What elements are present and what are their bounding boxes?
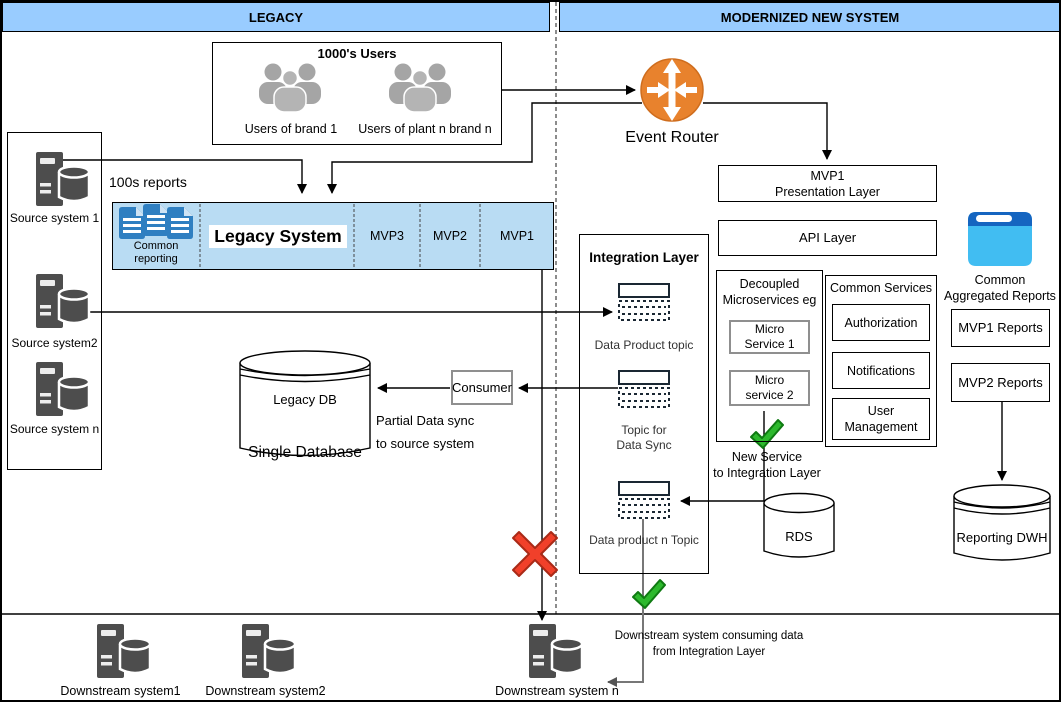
partial-sync-note: Partial Data sync to source system	[376, 413, 475, 451]
integration-layer-title: Integration Layer	[589, 250, 699, 265]
reports-count-note: 100s reports	[109, 174, 187, 190]
downstream-system2-label: Downstream system2	[205, 684, 326, 698]
authorization-box: Authorization	[832, 304, 930, 341]
micro-service-1-box: Micro Service 1	[729, 320, 810, 354]
users-brandn-label: Users of plant n brand n	[358, 122, 492, 136]
integration-layer-box	[579, 234, 709, 574]
api-layer-box: API Layer	[718, 220, 937, 256]
source-system2-label: Source system2	[11, 336, 98, 350]
user-management-box: User Management	[832, 398, 930, 440]
microservices-title: Decoupled Microservices eg	[722, 277, 817, 307]
mvp3-section: MVP3	[369, 229, 405, 243]
data-product-topic-label: Data Product topic	[594, 338, 694, 352]
source-systemn-label: Source system n	[9, 422, 100, 436]
mvp1-section: MVP1	[499, 229, 535, 243]
source-systems-panel	[7, 132, 102, 470]
micro-service-2-box: Micro service 2	[729, 370, 810, 406]
common-reporting-label: Common reporting	[133, 240, 179, 265]
event-router-icon	[640, 58, 704, 122]
notifications-box: Notifications	[832, 352, 930, 389]
data-sync-topic-label: Topic for Data Sync	[616, 423, 672, 452]
new-service-note: New Service to Integration Layer	[713, 450, 821, 480]
reporting-dwh-cylinder	[953, 484, 1051, 561]
mvp2-section: MVP2	[432, 229, 468, 243]
downstream-consuming-note: Downstream system consuming data from In…	[614, 630, 804, 658]
data-product-n-topic-label: Data product n Topic	[589, 533, 699, 547]
legacy-system-label: Legacy System	[202, 202, 354, 270]
blocked-cross-icon	[512, 531, 558, 577]
downstream-system1-icon	[95, 622, 152, 680]
consumer-box: Consumer	[451, 370, 513, 405]
rds-label: RDS	[785, 529, 813, 544]
common-services-title: Common Services	[829, 281, 933, 295]
aggregated-reports-label: Common Aggregated Reports	[944, 273, 1056, 303]
downstream-systemn-label: Downstream system n	[495, 684, 619, 698]
mvp1-reports-box: MVP1 Reports	[951, 309, 1050, 347]
modern-header: MODERNIZED NEW SYSTEM	[559, 2, 1059, 32]
rds-cylinder	[763, 492, 835, 558]
aggregated-reports-icon	[968, 212, 1032, 266]
mvp2-reports-box: MVP2 Reports	[951, 363, 1050, 402]
users-title: 1000's Users	[317, 46, 397, 61]
event-router-label: Event Router	[625, 129, 719, 146]
downstream-system1-label: Downstream system1	[60, 684, 181, 698]
mvp1-presentation-layer-box: MVP1 Presentation Layer	[718, 165, 937, 202]
downstream-system2-icon	[240, 622, 297, 680]
downstream-systemn-icon	[527, 622, 584, 680]
legacy-header: LEGACY	[2, 2, 550, 32]
downstream-ok-check-icon	[632, 579, 666, 609]
legacy-db-label: Legacy DB	[273, 392, 337, 407]
users-brand1-label: Users of brand 1	[244, 122, 338, 136]
source-system1-label: Source system 1	[9, 211, 100, 225]
reporting-dwh-label: Reporting DWH	[956, 530, 1048, 545]
single-database-caption: Single Database	[248, 444, 362, 461]
common-services-box	[825, 275, 937, 447]
